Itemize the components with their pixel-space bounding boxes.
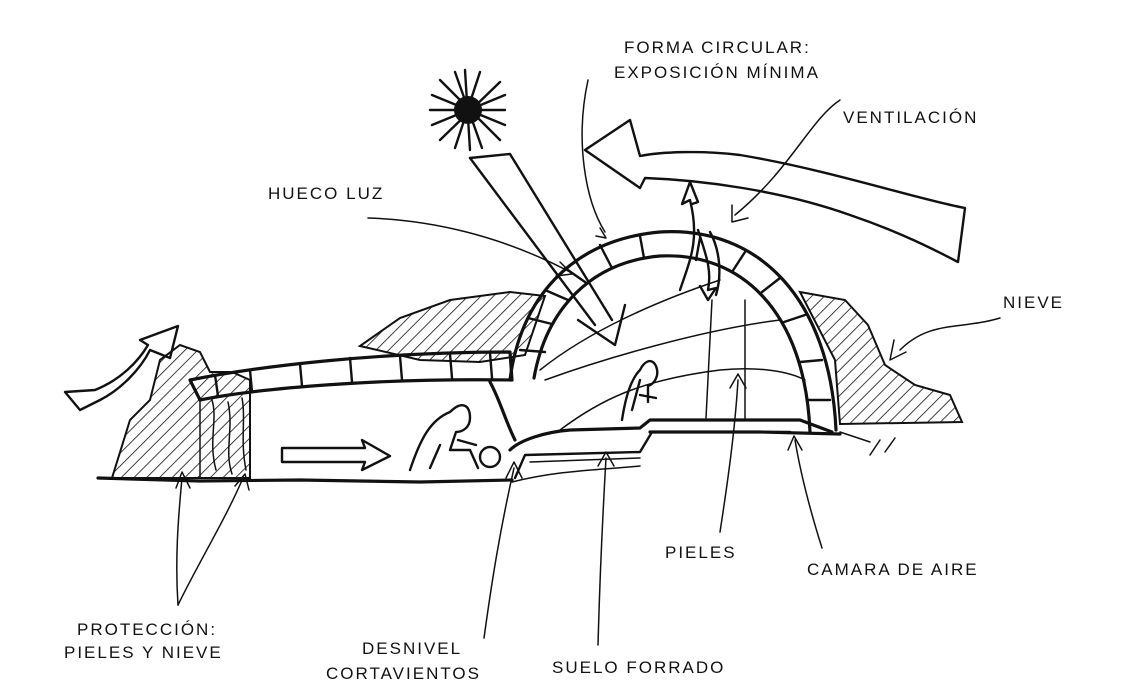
label-forma-circular-line2: EXPOSICIÓN MÍNIMA	[614, 63, 820, 82]
snow-mound-right-of-dome	[798, 290, 964, 426]
raised-floor	[508, 418, 834, 480]
standing-person-figure	[620, 359, 659, 422]
left-wind-arrow	[63, 324, 180, 412]
sun-icon	[428, 68, 507, 152]
label-pieles: PIELES	[665, 543, 737, 562]
entrance-tunnel	[188, 350, 517, 479]
seated-person-figure	[408, 404, 502, 472]
interior-air-arrow	[280, 438, 392, 472]
snow-mound-left-of-dome	[357, 290, 547, 364]
wind-arrow	[583, 118, 967, 264]
label-hueco-luz: HUECO LUZ	[268, 184, 385, 203]
label-nieve: NIEVE	[1003, 293, 1065, 312]
label-camara-aire: CAMARA DE AIRE	[807, 560, 979, 579]
sunlight-arrow	[468, 152, 627, 347]
label-forma-circular-line1: FORMA CIRCULAR:	[624, 38, 811, 57]
ventilation-arrows	[678, 180, 721, 302]
label-suelo-forrado: SUELO FORRADO	[552, 658, 726, 677]
label-leader-lines	[175, 79, 1001, 646]
label-proteccion-line1: PROTECCIÓN:	[77, 620, 218, 639]
label-desnivel-line1: DESNIVEL	[362, 639, 463, 658]
igloo-dome	[508, 230, 838, 434]
label-ventilacion: VENTILACIÓN	[843, 108, 979, 127]
label-desnivel-line2: CORTAVIENTOS	[326, 664, 481, 683]
label-proteccion-line2: PIELES Y NIEVE	[64, 643, 223, 662]
